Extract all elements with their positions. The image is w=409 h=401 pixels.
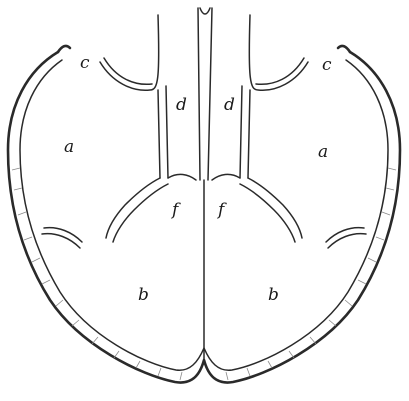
top-hooks (58, 46, 350, 52)
central-stem (198, 8, 212, 360)
labels: c c d d a a f f b b (64, 53, 332, 305)
label-c-right: c (322, 55, 332, 75)
label-d-left: d (176, 95, 187, 115)
label-b-right: b (268, 285, 279, 305)
upper-lobe-walls (100, 15, 308, 90)
label-a-right: a (318, 142, 328, 162)
d-channels (158, 86, 250, 178)
label-b-left: b (138, 285, 149, 305)
label-f-right: f (216, 200, 227, 220)
label-c-left: c (80, 53, 90, 73)
label-f-left: f (170, 200, 181, 220)
label-d-right: d (224, 95, 235, 115)
label-a-left: a (64, 137, 74, 157)
